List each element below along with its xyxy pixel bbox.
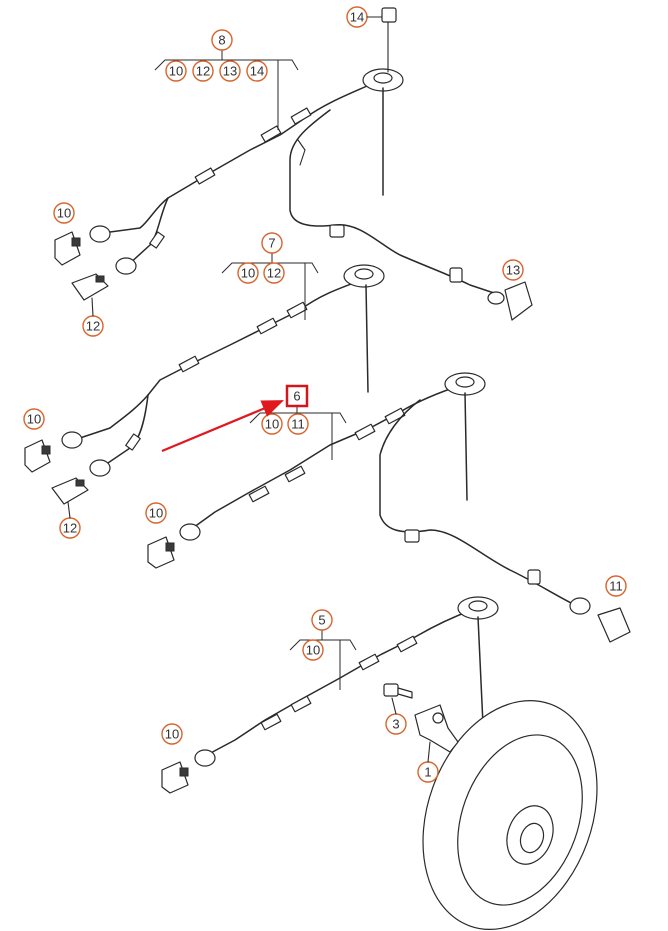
svg-text:10: 10 <box>57 206 71 221</box>
svg-text:10: 10 <box>265 417 279 432</box>
callout-14-top: 14 <box>346 6 368 28</box>
callout-7-ref-12: 12 <box>263 262 285 284</box>
callout-3: 3 <box>385 713 407 735</box>
callout-7-left-12: 12 <box>59 517 81 539</box>
svg-text:5: 5 <box>318 613 325 628</box>
callout-7-left-10: 10 <box>23 408 45 430</box>
svg-text:13: 13 <box>223 64 237 79</box>
callout-8-left-10: 10 <box>53 202 75 224</box>
callout-6-ref-11: 11 <box>287 413 309 435</box>
svg-text:10: 10 <box>241 266 255 281</box>
harness-group-8 <box>54 7 533 321</box>
svg-text:12: 12 <box>267 266 281 281</box>
svg-text:11: 11 <box>609 579 623 594</box>
svg-text:10: 10 <box>149 506 163 521</box>
callout-5-ref-10: 10 <box>302 639 324 661</box>
header-bracket-5 <box>289 630 357 690</box>
highlight-box <box>285 384 309 408</box>
callout-6-right-11: 11 <box>605 575 627 597</box>
svg-text:11: 11 <box>291 417 305 432</box>
speed-sensor-1 <box>414 704 459 753</box>
callout-1: 1 <box>417 761 439 783</box>
callout-8-ref-14: 14 <box>246 60 268 82</box>
header-bracket-8 <box>154 50 299 130</box>
harness-group-7 <box>24 264 385 505</box>
harness-group-6 <box>147 372 631 643</box>
callout-label: 14 <box>350 10 364 25</box>
svg-text:12: 12 <box>86 319 100 334</box>
callout-6-highlighted: 6 <box>285 384 309 408</box>
svg-text:10: 10 <box>165 727 179 742</box>
callout-5-left-10: 10 <box>161 723 183 745</box>
callout-8-right-13: 13 <box>502 259 524 281</box>
callout-8-ref-13: 13 <box>219 60 241 82</box>
callout-6-ref-10: 10 <box>261 413 283 435</box>
callout-8: 8 <box>211 29 233 51</box>
svg-text:10: 10 <box>306 643 320 658</box>
svg-text:12: 12 <box>196 64 210 79</box>
callout-5: 5 <box>311 609 333 631</box>
bolt-3 <box>383 683 413 699</box>
svg-text:7: 7 <box>268 236 275 251</box>
svg-text:14: 14 <box>250 64 264 79</box>
callout-8-ref-10: 10 <box>165 60 187 82</box>
svg-text:12: 12 <box>63 521 77 536</box>
svg-text:1: 1 <box>424 765 431 780</box>
callout-8-left-12: 12 <box>82 315 104 337</box>
svg-text:10: 10 <box>27 412 41 427</box>
brake-disc <box>422 700 598 930</box>
callout-8-ref-12: 12 <box>192 60 214 82</box>
callout-7: 7 <box>261 232 283 254</box>
harness-group-5 <box>161 596 499 794</box>
svg-text:10: 10 <box>169 64 183 79</box>
svg-text:13: 13 <box>506 263 520 278</box>
callout-6-left-10: 10 <box>145 502 167 524</box>
callout-label: 8 <box>218 33 225 48</box>
callout-7-ref-10: 10 <box>237 262 259 284</box>
svg-text:6: 6 <box>293 389 300 404</box>
highlight-arrow <box>161 399 285 453</box>
svg-text:3: 3 <box>392 717 399 732</box>
